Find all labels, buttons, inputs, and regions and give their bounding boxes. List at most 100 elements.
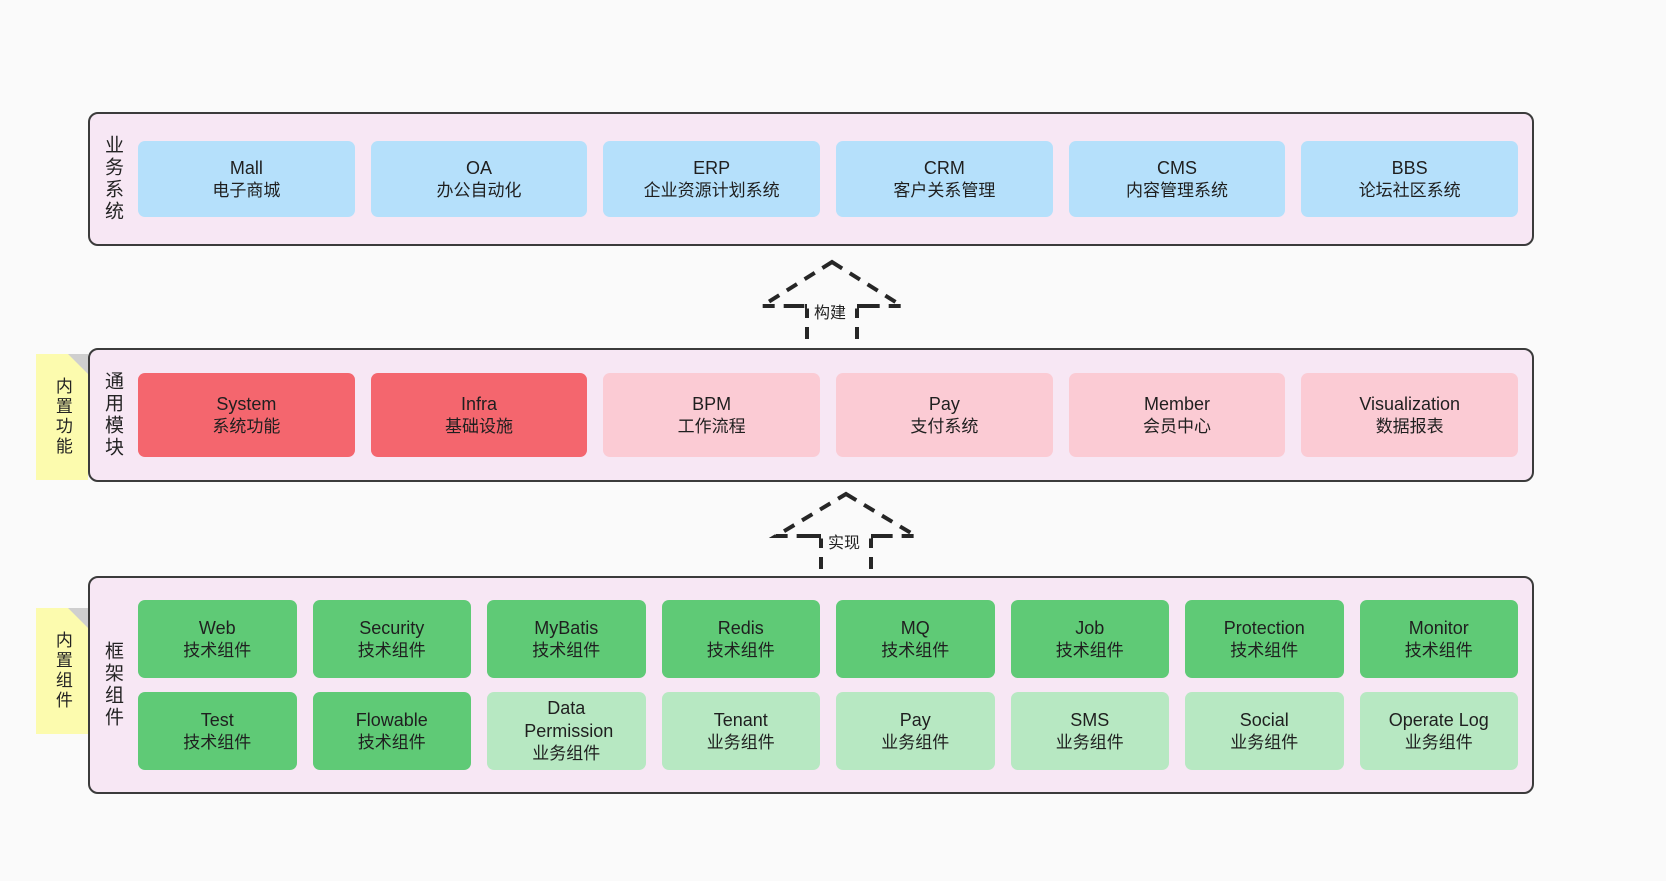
component-test-name: Test: [200, 709, 234, 730]
framework-tech-row: Web 技术组件 Security 技术组件 MyBatis 技术组件 Redi…: [138, 600, 1518, 678]
module-crm[interactable]: CRM 客户关系管理: [836, 141, 1053, 217]
component-security[interactable]: Security 技术组件: [312, 600, 471, 678]
framework-business-row: Test 技术组件 Flowable 技术组件 Data Permission …: [138, 692, 1518, 770]
component-web[interactable]: Web 技术组件: [138, 600, 297, 678]
module-crm-desc: 客户关系管理: [893, 180, 996, 200]
module-erp[interactable]: ERP 企业资源计划系统: [603, 141, 821, 217]
module-crm-name: CRM: [923, 157, 965, 178]
module-cms[interactable]: CMS 内容管理系统: [1068, 141, 1286, 217]
component-flowable[interactable]: Flowable 技术组件: [312, 692, 471, 770]
component-mybatis-name: MyBatis: [534, 617, 599, 638]
note-fold-icon: [68, 608, 88, 628]
component-protection[interactable]: Protection 技术组件: [1185, 600, 1344, 678]
connector-build-shape: [755, 259, 909, 348]
component-job[interactable]: Job 技术组件: [1010, 600, 1169, 678]
component-security-name: Security: [359, 617, 425, 638]
connector-build: 构建: [752, 258, 912, 348]
module-bbs-name: BBS: [1391, 157, 1428, 178]
component-monitor-desc: 技术组件: [1404, 640, 1473, 660]
component-monitor[interactable]: Monitor 技术组件: [1359, 600, 1518, 678]
module-infra[interactable]: Infra 基础设施: [370, 373, 588, 457]
component-mq[interactable]: MQ 技术组件: [836, 600, 995, 678]
module-bbs-desc: 论坛社区系统: [1358, 180, 1461, 200]
component-test-desc: 技术组件: [183, 732, 252, 752]
module-system[interactable]: System 系统功能: [138, 373, 355, 457]
component-mybatis-desc: 技术组件: [532, 640, 601, 660]
component-data-permission-name: Data Permission: [524, 698, 614, 742]
module-member-desc: 会员中心: [1143, 416, 1212, 436]
module-infra-name: Infra: [460, 393, 498, 414]
module-mall-name: Mall: [229, 157, 263, 178]
module-bpm-name: BPM: [692, 393, 732, 414]
component-operate-log[interactable]: Operate Log 业务组件: [1359, 692, 1518, 770]
note-fold-icon: [68, 354, 88, 374]
component-mybatis[interactable]: MyBatis 技术组件: [487, 600, 646, 678]
component-operate-log-desc: 业务组件: [1404, 732, 1473, 752]
component-flowable-desc: 技术组件: [357, 732, 426, 752]
layer-common-modules-title: 通用模块: [101, 371, 123, 459]
module-system-name: System: [216, 393, 277, 414]
module-bpm[interactable]: BPM 工作流程: [603, 373, 821, 457]
note-builtin-components: 内置组件: [36, 608, 88, 734]
connector-implement-shape: [768, 491, 924, 574]
module-pay[interactable]: Pay 支付系统: [836, 373, 1053, 457]
module-mall-desc: 电子商城: [212, 180, 281, 200]
module-cms-name: CMS: [1157, 157, 1198, 178]
module-oa-desc: 办公自动化: [436, 180, 522, 200]
connector-implement-label: 实现: [828, 535, 861, 552]
component-redis-name: Redis: [717, 617, 764, 638]
component-redis-desc: 技术组件: [706, 640, 775, 660]
module-visualization[interactable]: Visualization 数据报表: [1301, 373, 1519, 457]
layer-common-modules-body: System 系统功能 Infra 基础设施 BPM 工作流程 Pay 支付系统…: [134, 350, 1532, 480]
module-member-name: Member: [1144, 393, 1211, 414]
component-tenant-name: Tenant: [713, 709, 768, 730]
component-social-desc: 业务组件: [1230, 732, 1299, 752]
note-builtin-features-label: 内置功能: [52, 377, 72, 457]
module-visualization-name: Visualization: [1359, 393, 1461, 414]
module-oa[interactable]: OA 办公自动化: [370, 141, 588, 217]
module-pay-name: Pay: [928, 393, 960, 414]
component-social[interactable]: Social 业务组件: [1185, 692, 1344, 770]
component-data-permission-desc: 业务组件: [532, 744, 601, 764]
component-mq-name: MQ: [900, 617, 930, 638]
connector-build-label: 构建: [814, 305, 847, 322]
layer-business-systems-title: 业务系统: [101, 135, 123, 223]
module-erp-desc: 企业资源计划系统: [643, 180, 780, 200]
component-operate-log-name: Operate Log: [1388, 709, 1489, 730]
component-redis[interactable]: Redis 技术组件: [661, 600, 820, 678]
module-system-desc: 系统功能: [212, 416, 281, 436]
module-bpm-desc: 工作流程: [677, 416, 746, 436]
module-mall[interactable]: Mall 电子商城: [138, 141, 355, 217]
note-builtin-components-label: 内置组件: [52, 631, 72, 711]
component-mq-desc: 技术组件: [881, 640, 950, 660]
component-protection-name: Protection: [1223, 617, 1305, 638]
component-tenant[interactable]: Tenant 业务组件: [661, 692, 820, 770]
component-flowable-name: Flowable: [355, 709, 428, 730]
component-sms-desc: 业务组件: [1055, 732, 1124, 752]
component-pay-desc: 业务组件: [881, 732, 950, 752]
module-oa-name: OA: [466, 157, 493, 178]
component-tenant-desc: 业务组件: [706, 732, 775, 752]
module-member[interactable]: Member 会员中心: [1068, 373, 1286, 457]
component-monitor-name: Monitor: [1408, 617, 1469, 638]
module-erp-name: ERP: [693, 157, 731, 178]
component-sms-name: SMS: [1070, 709, 1110, 730]
component-pay[interactable]: Pay 业务组件: [836, 692, 995, 770]
component-job-name: Job: [1075, 617, 1105, 638]
layer-framework-components-title: 框架组件: [101, 641, 123, 729]
layer-business-systems-body: Mall 电子商城 OA 办公自动化 ERP 企业资源计划系统 CRM 客户关系…: [134, 114, 1532, 244]
layer-common-modules: 通用模块 System 系统功能 Infra 基础设施 BPM 工作流程 Pay…: [88, 348, 1534, 482]
component-test[interactable]: Test 技术组件: [138, 692, 297, 770]
note-builtin-features: 内置功能: [36, 354, 88, 480]
module-bbs[interactable]: BBS 论坛社区系统: [1301, 141, 1519, 217]
component-social-name: Social: [1239, 709, 1289, 730]
module-infra-desc: 基础设施: [445, 416, 513, 436]
module-cms-desc: 内容管理系统: [1126, 180, 1229, 200]
component-data-permission[interactable]: Data Permission 业务组件: [487, 692, 646, 770]
component-protection-desc: 技术组件: [1230, 640, 1299, 660]
component-sms[interactable]: SMS 业务组件: [1010, 692, 1169, 770]
component-web-name: Web: [198, 617, 236, 638]
component-job-desc: 技术组件: [1055, 640, 1124, 660]
component-pay-name: Pay: [899, 709, 931, 730]
